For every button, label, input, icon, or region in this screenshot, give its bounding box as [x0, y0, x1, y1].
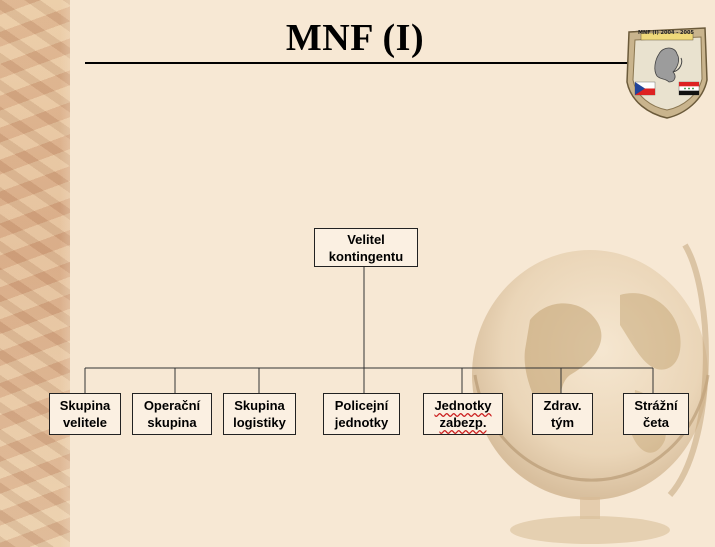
decorative-map-strip [0, 0, 70, 547]
org-node-unit: Skupina logistiky [223, 393, 296, 435]
org-node-unit: Strážní četa [623, 393, 689, 435]
lion-emblem-icon [626, 27, 708, 119]
org-node-unit: Zdrav. tým [532, 393, 593, 435]
title-underline [85, 62, 630, 64]
org-node-label: Policejní jednotky [334, 398, 389, 430]
org-node-label: Skupina velitele [59, 398, 111, 430]
org-node-unit: Skupina velitele [49, 393, 121, 435]
org-node-unit: Policejní jednotky [323, 393, 400, 435]
org-node-unit: Jednotky zabezp. [423, 393, 503, 435]
org-node-label: Skupina logistiky [233, 398, 286, 430]
org-node-label: Zdrav. tým [543, 398, 582, 430]
iraqi-flag-icon [678, 81, 700, 96]
czech-flag-icon [634, 81, 656, 96]
slide-title: MNF (I) [285, 17, 425, 59]
org-node-label: Jednotky zabezp. [434, 398, 492, 430]
org-node-label: Operační skupina [143, 398, 201, 430]
emblem-label: MNF (I) 2004 - 2005 [638, 30, 694, 36]
org-node-label: Strážní četa [634, 398, 678, 430]
org-node-root-label: Velitel kontingentu [328, 231, 404, 264]
org-node-unit: Operační skupina [132, 393, 212, 435]
org-node-root: Velitel kontingentu [314, 228, 418, 267]
decorative-strip-fade [60, 0, 100, 547]
